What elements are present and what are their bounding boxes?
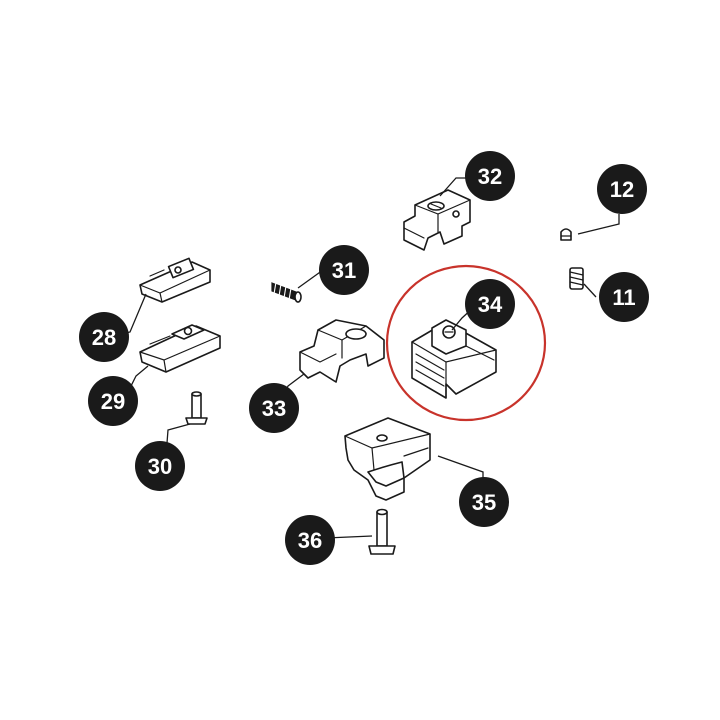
svg-text:28: 28 xyxy=(92,325,116,350)
svg-text:30: 30 xyxy=(148,454,172,479)
part-30-screw[interactable] xyxy=(185,391,208,425)
part-34-slide-block[interactable] xyxy=(411,319,497,399)
callout-30: 30 xyxy=(135,441,185,491)
part-11-spring[interactable] xyxy=(569,267,584,290)
highlight-ring xyxy=(385,264,547,422)
svg-text:29: 29 xyxy=(101,389,125,414)
svg-text:12: 12 xyxy=(610,177,634,202)
svg-text:31: 31 xyxy=(332,258,356,283)
callout-31: 31 xyxy=(319,245,369,295)
callout-33: 33 xyxy=(249,383,299,433)
callout-36: 36 xyxy=(285,515,335,565)
part-32-bracket[interactable] xyxy=(403,189,471,251)
part-29-slide-plate[interactable] xyxy=(139,324,221,373)
callout-32: 32 xyxy=(465,151,515,201)
callout-35: 35 xyxy=(459,477,509,527)
part-12-pin[interactable] xyxy=(560,228,572,241)
part-35-base-block[interactable] xyxy=(344,417,431,501)
part-31-spring[interactable] xyxy=(271,281,302,303)
part-36-pin[interactable] xyxy=(368,508,396,555)
part-33-latch-block[interactable] xyxy=(299,319,385,383)
svg-text:34: 34 xyxy=(478,292,503,317)
svg-text:36: 36 xyxy=(298,528,322,553)
part-28-slide-plate[interactable] xyxy=(139,257,211,303)
callout-34: 34 xyxy=(465,279,515,329)
svg-text:32: 32 xyxy=(478,164,502,189)
callout-12: 12 xyxy=(597,164,647,214)
callout-29: 29 xyxy=(88,376,138,426)
callout-28: 28 xyxy=(79,312,129,362)
svg-text:33: 33 xyxy=(262,396,286,421)
svg-text:11: 11 xyxy=(612,285,635,310)
svg-text:35: 35 xyxy=(472,490,496,515)
callout-11: 11 xyxy=(599,272,649,322)
